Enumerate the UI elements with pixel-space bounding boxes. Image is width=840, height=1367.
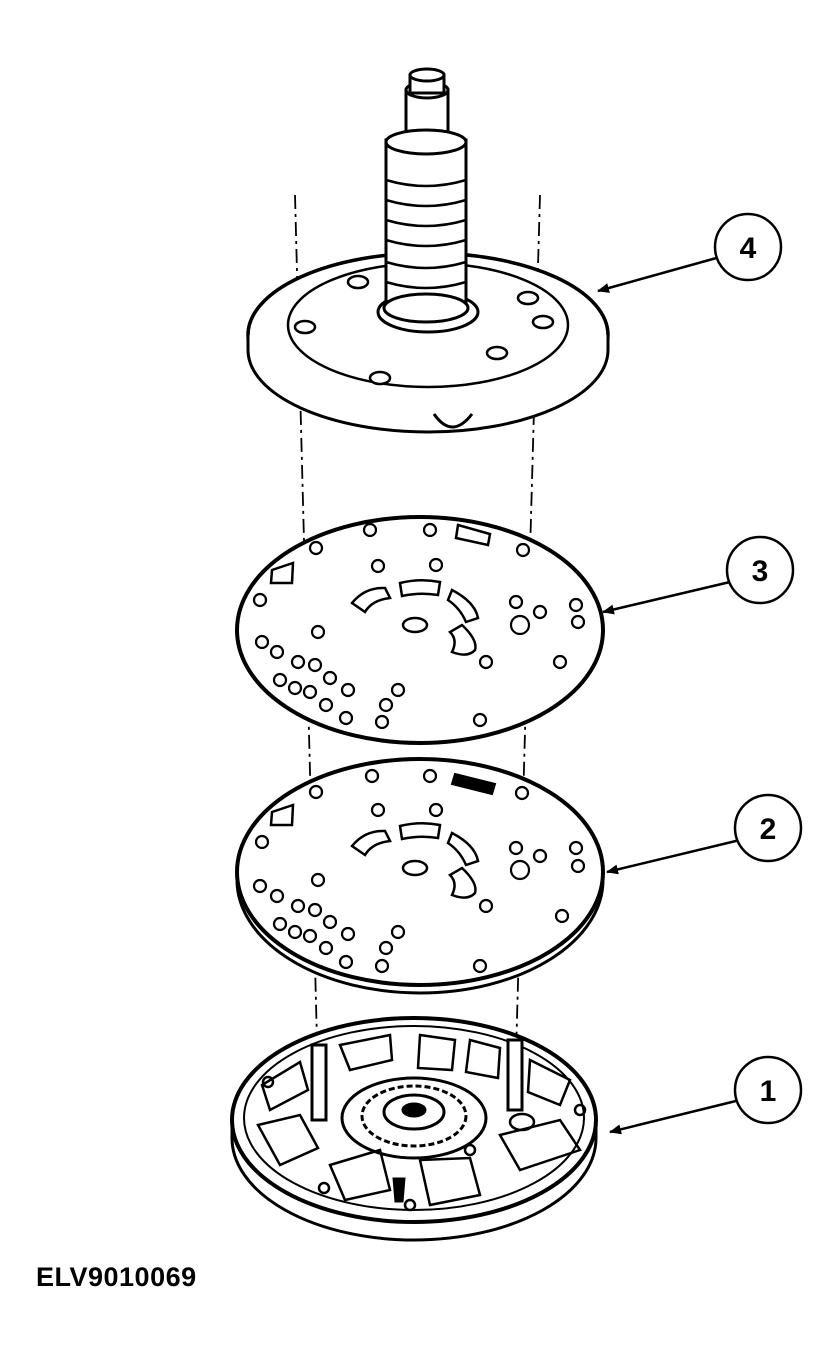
callout-3: 3 xyxy=(602,535,795,615)
callout-1: 1 xyxy=(609,1055,803,1135)
callout-2-label: 2 xyxy=(760,813,777,846)
callout-2: 2 xyxy=(606,793,803,875)
part-3-plate xyxy=(235,515,605,745)
part-1-pump-body xyxy=(230,1016,598,1242)
callout-4-label: 4 xyxy=(740,232,757,265)
callout-3-label: 3 xyxy=(752,555,769,588)
part-2-plate xyxy=(235,757,605,995)
callout-4: 4 xyxy=(597,212,783,293)
part-4-pump-cover xyxy=(246,67,610,434)
callout-1-label: 1 xyxy=(760,1075,777,1108)
figure-code: ELV9010069 xyxy=(36,1262,197,1292)
